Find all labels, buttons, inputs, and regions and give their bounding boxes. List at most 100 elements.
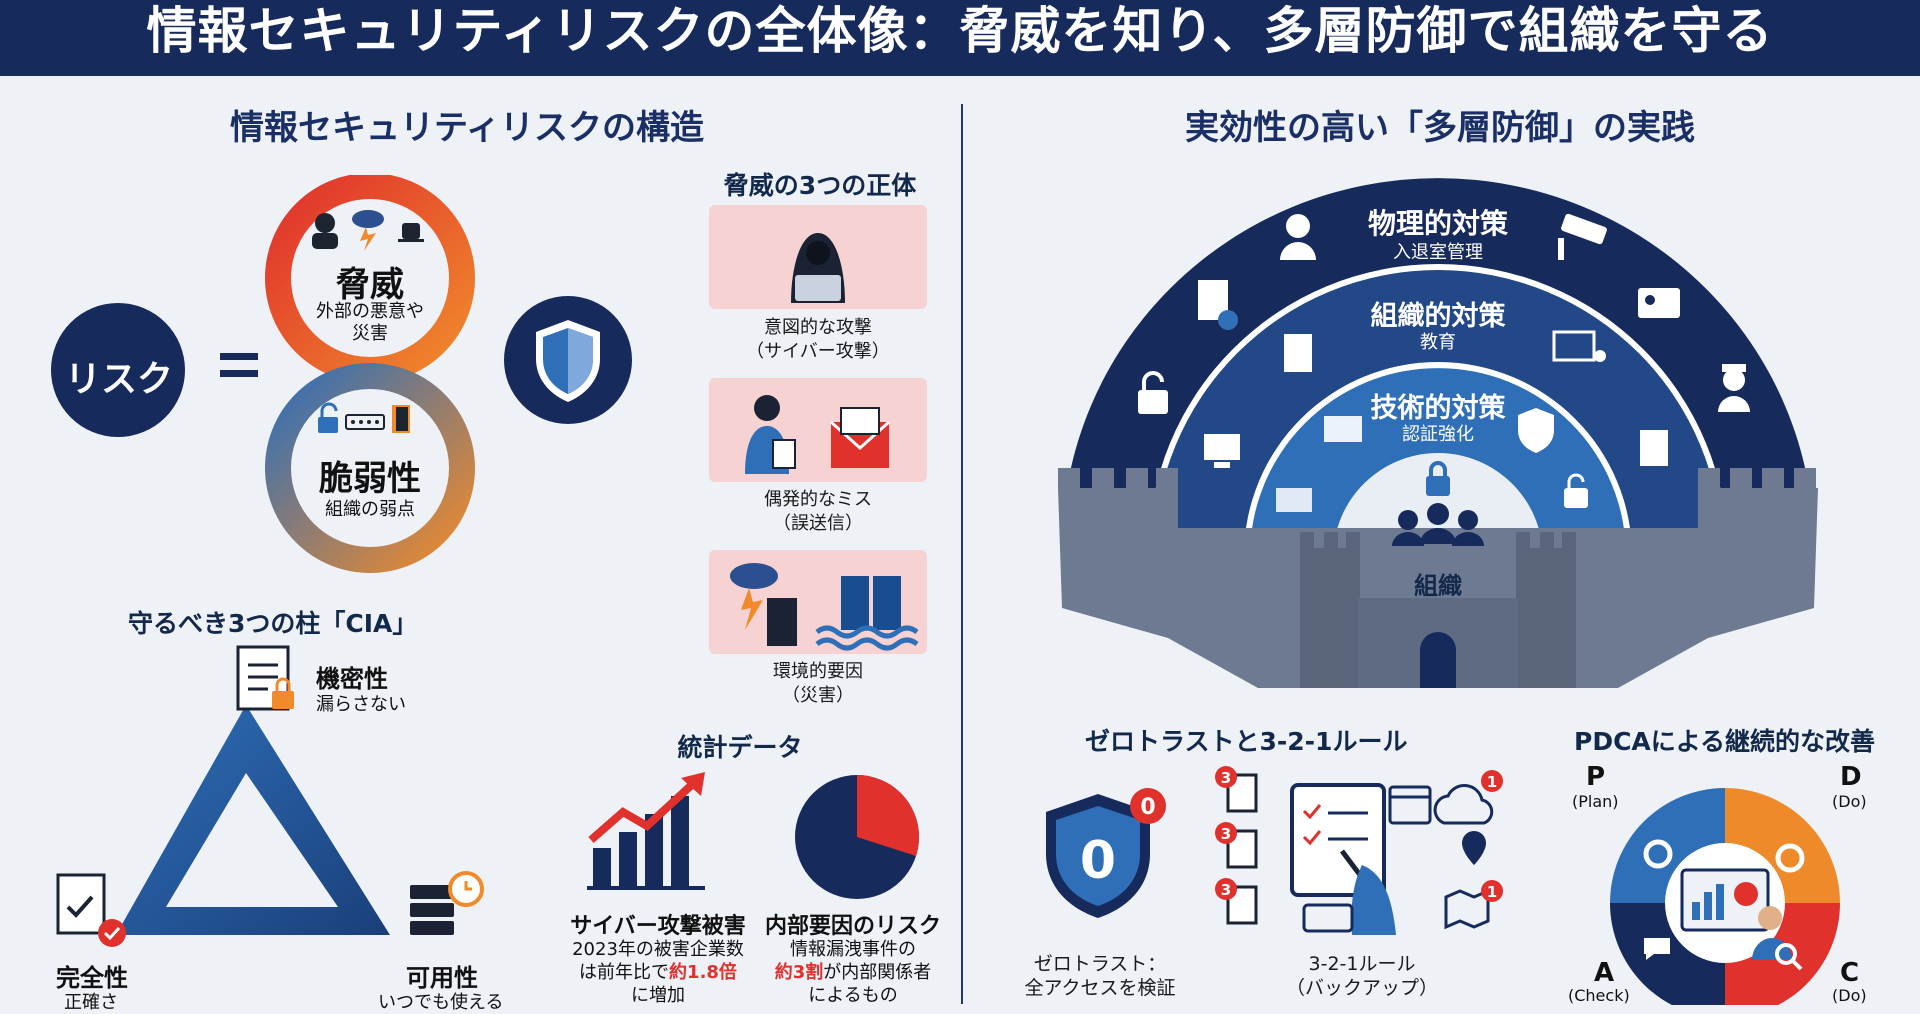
- server-clock-icon: [410, 871, 484, 935]
- cia-triangle: [50, 645, 490, 1005]
- layered-defense-graphic: [1058, 178, 1818, 688]
- shield-icon: [504, 296, 632, 424]
- location-pin-icon: [1462, 831, 1486, 865]
- risk-label: リスク: [64, 359, 173, 400]
- calendar-icon: [1388, 785, 1432, 825]
- internal-stat-line2: 約3割が内部関係者: [750, 961, 956, 984]
- equals-bar: [220, 370, 258, 377]
- copy-badge: 3: [1221, 881, 1231, 899]
- technical-layer-title: 技術的対策: [1370, 393, 1506, 424]
- police-officer-icon: [1718, 364, 1750, 412]
- risk-circle: [51, 303, 185, 437]
- hacker-icon: [312, 213, 338, 249]
- copy-document-icon: 3: [1215, 822, 1258, 869]
- internal-stat-highlight: 約3割: [774, 962, 824, 983]
- defense-title: 実効性の高い「多層防御」の実践: [1185, 108, 1695, 148]
- map-badge: 1: [1487, 883, 1497, 901]
- storm-icon: [352, 210, 384, 251]
- technical-layer-sub: 認証強化: [1402, 424, 1474, 445]
- password-field-icon: [345, 414, 385, 430]
- core-label: 組織: [1414, 572, 1462, 600]
- analyst-person-icon: [1758, 906, 1782, 930]
- cloud-badge: 1: [1487, 773, 1497, 791]
- stats-title: 統計データ: [677, 733, 803, 762]
- firewall-icon: [1324, 416, 1362, 442]
- coffee-icon: [398, 223, 424, 242]
- threat-card-mistake: [709, 378, 927, 482]
- cyber-stat-line3: に増加: [631, 985, 685, 1006]
- disaster-icon: [730, 563, 919, 651]
- shield-badge: [503, 295, 633, 429]
- cia-triangle-graphic: [56, 645, 484, 947]
- copy-badge: 3: [1221, 769, 1231, 787]
- pdca-c-word: (Do): [1832, 986, 1867, 1005]
- threat-title: 脅威: [336, 265, 404, 305]
- small-padlock-icon: [1564, 473, 1588, 508]
- hooded-hacker-icon: [791, 233, 845, 303]
- internal-stat-line2-post: が内部関係者: [823, 962, 932, 983]
- gear-icon: [1643, 839, 1673, 869]
- threat-card-environment: [709, 550, 927, 654]
- integrity-desc: 正確さ: [64, 992, 118, 1013]
- threat-caption-environment: 環境的要因 （災害）: [773, 661, 863, 706]
- internal-stat-line1: 情報漏洩事件の: [790, 939, 916, 960]
- zerotrust-badge: 0: [1140, 795, 1155, 820]
- checklist-icon: [1198, 280, 1238, 330]
- physical-layer-title: 物理的対策: [1367, 207, 1508, 240]
- page-title: 情報セキュリティリスクの全体像：脅威を知り、多層防御で組織を守る: [0, 0, 1920, 76]
- internal-stat-text: 情報漏洩事件の 約3割が内部関係者 によるもの: [750, 938, 956, 1007]
- growth-chart-icon: [585, 770, 725, 899]
- checklist-clipboard-icon: [1290, 783, 1396, 935]
- cyber-stat-highlight: 約1.8倍: [669, 962, 737, 983]
- copy-document-icon: 3: [1215, 766, 1258, 813]
- pdca-p-letter: P: [1586, 762, 1606, 792]
- training-icon: [1552, 330, 1606, 362]
- risk-diagram: [51, 173, 475, 573]
- threat-caption-mistake: 偶発的なミス （誤送信）: [764, 489, 872, 534]
- padlock-icon: [1138, 371, 1168, 414]
- brick-wall-icon: [1276, 488, 1312, 512]
- section-divider: [961, 104, 963, 1004]
- magnifier-icon: [1775, 943, 1803, 971]
- pdca-title: PDCAによる継続的な改善: [1574, 727, 1876, 756]
- castle-wall-icon: [1058, 468, 1818, 688]
- backup-rule-caption: 3-2-1ルール （バックアップ）: [1285, 953, 1438, 999]
- security-camera-icon: [1558, 213, 1607, 260]
- chat-icon: [1644, 938, 1670, 960]
- threat-caption-attack: 意図的な攻撃 （サイバー攻撃）: [746, 317, 890, 362]
- confidentiality-label: 機密性: [316, 665, 388, 693]
- threat-card-attack: [709, 205, 927, 309]
- availability-label: 可用性: [406, 964, 478, 992]
- gear-icon: [1775, 843, 1805, 873]
- risk-equation: リスク 脅威 外部の悪意や 災害 脆弱性 組織の弱点: [50, 173, 490, 575]
- bar-growth-icon: [587, 772, 705, 890]
- integrity-label: 完全性: [56, 964, 128, 992]
- pdca-d-word: (Do): [1832, 792, 1867, 811]
- hard-drive-icon: [1302, 903, 1354, 933]
- pdca-p-word: (Plan): [1572, 792, 1619, 811]
- organization-people-icon: [1392, 461, 1484, 546]
- internal-stat-line3: によるもの: [808, 985, 898, 1006]
- pie-chart-icon: [795, 775, 919, 899]
- computer-lock-icon: [1204, 434, 1240, 468]
- confidential-document-icon: [236, 645, 294, 711]
- cloud-icon: 1: [1433, 770, 1503, 825]
- zerotrust-caption: ゼロトラスト： 全アクセスを検証: [1024, 953, 1176, 999]
- mistaken-email-icon: [745, 395, 891, 474]
- organizational-layer-title: 組織的対策: [1370, 301, 1506, 332]
- check-shield-icon: [1518, 408, 1554, 453]
- equals-bar: [220, 353, 258, 360]
- pdca-cycle-graphic: [1610, 788, 1840, 1014]
- backup-rule-graphic: 3 3 3 1 1: [1215, 766, 1503, 935]
- cia-title: 守るべき3つの柱「CIA」: [128, 609, 418, 638]
- cyber-stat-line2-pre: は前年比で: [579, 962, 670, 983]
- internal-stat-title: 内部要因のリスク: [764, 914, 941, 939]
- zerotrust-shield-digit: 0: [1080, 831, 1116, 891]
- report-icon: [1640, 430, 1668, 466]
- confidentiality-desc: 漏らさない: [316, 694, 406, 715]
- cyber-stat-line2: は前年比で約1.8倍: [548, 961, 768, 984]
- pdca-d-letter: D: [1840, 762, 1862, 792]
- pdca-a-letter: A: [1594, 958, 1615, 988]
- vulnerability-title: 脆弱性: [319, 459, 421, 499]
- map-icon: 1: [1444, 880, 1503, 930]
